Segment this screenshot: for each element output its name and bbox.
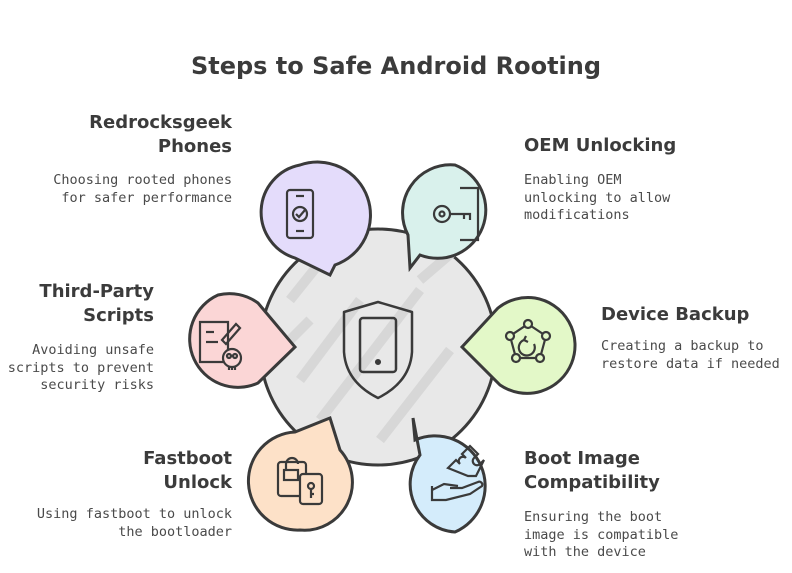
- unlock-phone-icon: [276, 456, 324, 506]
- step-heading-redrocksgeek: Redrocksgeek Phones: [89, 112, 232, 157]
- step-pin-boot-image: [408, 417, 487, 534]
- step-heading-fastboot: Fastboot Unlock: [143, 448, 232, 493]
- step-heading-oem: OEM Unlocking: [524, 135, 677, 156]
- diagram-title: Steps to Safe Android Rooting: [190, 52, 602, 80]
- shield-phone-icon: [342, 300, 414, 400]
- step-description-backup: Creating a backup to restore data if nee…: [601, 338, 780, 372]
- step-heading-backup: Device Backup: [601, 304, 750, 325]
- script-skull-icon: [198, 320, 243, 370]
- backup-network-icon: [504, 318, 552, 364]
- step-heading-scripts: Third-Party Scripts: [39, 281, 154, 326]
- step-description-fastboot: Using fastboot to unlock the bootloader: [36, 506, 232, 540]
- phone-check-icon: [285, 188, 315, 240]
- step-pin-scripts: [188, 292, 298, 389]
- key-door-icon: [432, 186, 480, 242]
- puzzle-hand-icon: [430, 444, 485, 502]
- step-description-oem: Enabling OEM unlocking to allow modifica…: [524, 172, 671, 223]
- step-description-redrocksgeek: Choosing rooted phones for safer perform…: [53, 172, 232, 206]
- step-description-boot-image: Ensuring the boot image is compatible wi…: [524, 509, 679, 560]
- step-heading-boot-image: Boot Image Compatibility: [524, 448, 660, 493]
- step-description-scripts: Avoiding unsafe scripts to prevent secur…: [7, 342, 154, 393]
